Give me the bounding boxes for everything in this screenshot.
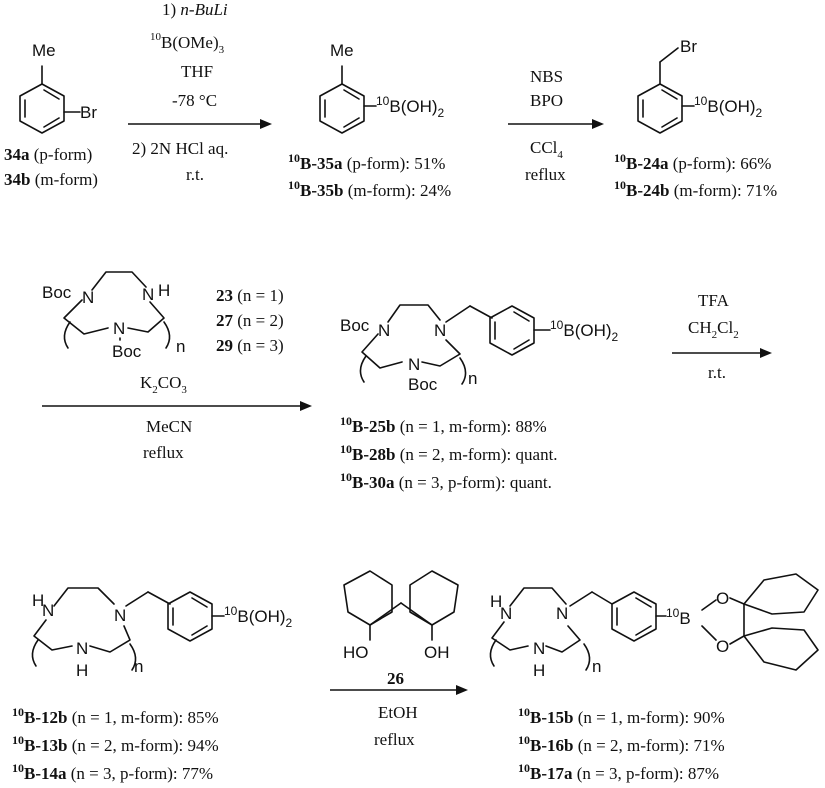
hydrogen-label: H	[533, 661, 545, 680]
nitrogen-label: N	[556, 604, 568, 623]
condition-boron-reagent: 10B(OMe)3	[150, 31, 225, 56]
diol-26-structure: HO OH	[343, 570, 459, 662]
compound-17a-label: 10B-17a (n = 3, p-form): 87%	[518, 761, 719, 783]
compound-28b-label: 10B-28b (n = 2, m-form): quant.	[340, 442, 558, 464]
condition-rt: r.t.	[186, 165, 204, 184]
boronic-acid-label: 10B(OH)2	[694, 94, 763, 120]
condition-tfa: TFA	[698, 291, 730, 310]
nitrogen-label: N	[533, 639, 545, 658]
hydroxyl-label: HO	[343, 643, 369, 662]
condition-reflux: reflux	[143, 443, 184, 462]
condition-reflux: reflux	[525, 165, 566, 184]
ring-size-n: n	[592, 657, 601, 676]
hydrogen-label: H	[158, 281, 170, 300]
nitrogen-label: N	[142, 285, 154, 304]
nitrogen-label: N	[500, 604, 512, 623]
compound-35-structure: Me 10B(OH)2	[319, 41, 445, 134]
condition-ccl4: CCl4	[530, 138, 563, 161]
condition-bpo: BPO	[530, 91, 563, 110]
reagent-29-label: 29 (n = 3)	[216, 336, 284, 355]
ring-size-n: n	[468, 369, 477, 388]
condition-nbs: NBS	[530, 67, 563, 86]
compound-25b-label: 10B-25b (n = 1, m-form): 88%	[340, 414, 547, 436]
reagent-27-label: 27 (n = 2)	[216, 311, 284, 330]
condition-etoh: EtOH	[378, 703, 418, 722]
compound-24a-label: 10B-24a (p-form): 66%	[614, 151, 771, 173]
reaction-arrow-2	[508, 119, 604, 129]
nitrogen-label: N	[114, 606, 126, 625]
reaction-arrow-4	[672, 348, 772, 358]
compound-30a-label: 10B-30a (n = 3, p-form): quant.	[340, 470, 552, 492]
reagent-23-label: 23 (n = 1)	[216, 286, 284, 305]
bromo-label: Br	[680, 37, 697, 56]
hydrogen-label: H	[76, 661, 88, 680]
nitrogen-label: N	[378, 321, 390, 340]
reagent-26-label: 26	[387, 669, 404, 688]
condition-rt: r.t.	[708, 363, 726, 382]
condition-step-2: 2) 2N HCl aq.	[132, 139, 228, 158]
oxygen-label: O	[716, 637, 729, 656]
compound-13b-label: 10B-13b (n = 2, m-form): 94%	[12, 733, 219, 755]
macrocycle-boronate-ester-structure: H N N N H n 10B O O	[489, 573, 819, 680]
boc-label: Boc	[340, 316, 370, 335]
nitrogen-label: N	[42, 601, 54, 620]
condition-temperature: -78 °C	[172, 91, 217, 110]
macrocycle-reagent-structure: Boc N N H N Boc n	[42, 271, 185, 361]
hydroxyl-label: OH	[424, 643, 450, 662]
boc-macrocycle-boronic-acid-structure: Boc N N N Boc n 10B(OH)2	[340, 304, 619, 394]
compound-24b-label: 10B-24b (m-form): 71%	[614, 178, 777, 200]
oxygen-label: O	[716, 589, 729, 608]
condition-step-1: 1) n-BuLi	[162, 0, 228, 19]
ring-size-n: n	[134, 657, 143, 676]
compound-24-structure: Br 10B(OH)2	[637, 37, 763, 134]
reaction-arrow-3	[42, 401, 312, 411]
compound-34a-label: 34a (p-form)	[4, 145, 92, 164]
condition-thf: THF	[181, 62, 213, 81]
boc-label: Boc	[408, 375, 438, 394]
boc-label: Boc	[112, 342, 142, 361]
reaction-arrow-1	[128, 119, 272, 129]
boron-label: 10B	[666, 606, 691, 628]
reaction-arrow-5	[330, 685, 468, 695]
condition-ch2cl2: CH2Cl2	[688, 318, 739, 341]
compound-34-structure: Me Br	[19, 41, 97, 134]
compound-35b-label: 10B-35b (m-form): 24%	[288, 178, 451, 200]
nitrogen-label: N	[408, 355, 420, 374]
hydrogen-label: H	[490, 592, 502, 611]
compound-15b-label: 10B-15b (n = 1, m-form): 90%	[518, 705, 725, 727]
methyl-label: Me	[32, 41, 56, 60]
condition-reflux: reflux	[374, 730, 415, 749]
boronic-acid-label: 10B(OH)2	[376, 94, 445, 120]
nitrogen-label: N	[113, 319, 125, 338]
nitrogen-label: N	[82, 288, 94, 307]
condition-k2co3: K2CO3	[140, 373, 187, 396]
bromo-label: Br	[80, 103, 97, 122]
boc-label: Boc	[42, 283, 72, 302]
macrocycle-boronic-acid-structure: H N N N H n 10B(OH)2	[31, 587, 293, 680]
compound-14a-label: 10B-14a (n = 3, p-form): 77%	[12, 761, 213, 783]
boronic-acid-label: 10B(OH)2	[224, 604, 293, 630]
methyl-label: Me	[330, 41, 354, 60]
compound-34b-label: 34b (m-form)	[4, 170, 98, 189]
compound-16b-label: 10B-16b (n = 2, m-form): 71%	[518, 733, 725, 755]
ring-size-n: n	[176, 337, 185, 356]
compound-12b-label: 10B-12b (n = 1, m-form): 85%	[12, 705, 219, 727]
hydrogen-label: H	[32, 591, 44, 610]
compound-35a-label: 10B-35a (p-form): 51%	[288, 151, 445, 173]
nitrogen-label: N	[434, 321, 446, 340]
boronic-acid-label: 10B(OH)2	[550, 318, 619, 344]
condition-mecn: MeCN	[146, 417, 192, 436]
nitrogen-label: N	[76, 639, 88, 658]
